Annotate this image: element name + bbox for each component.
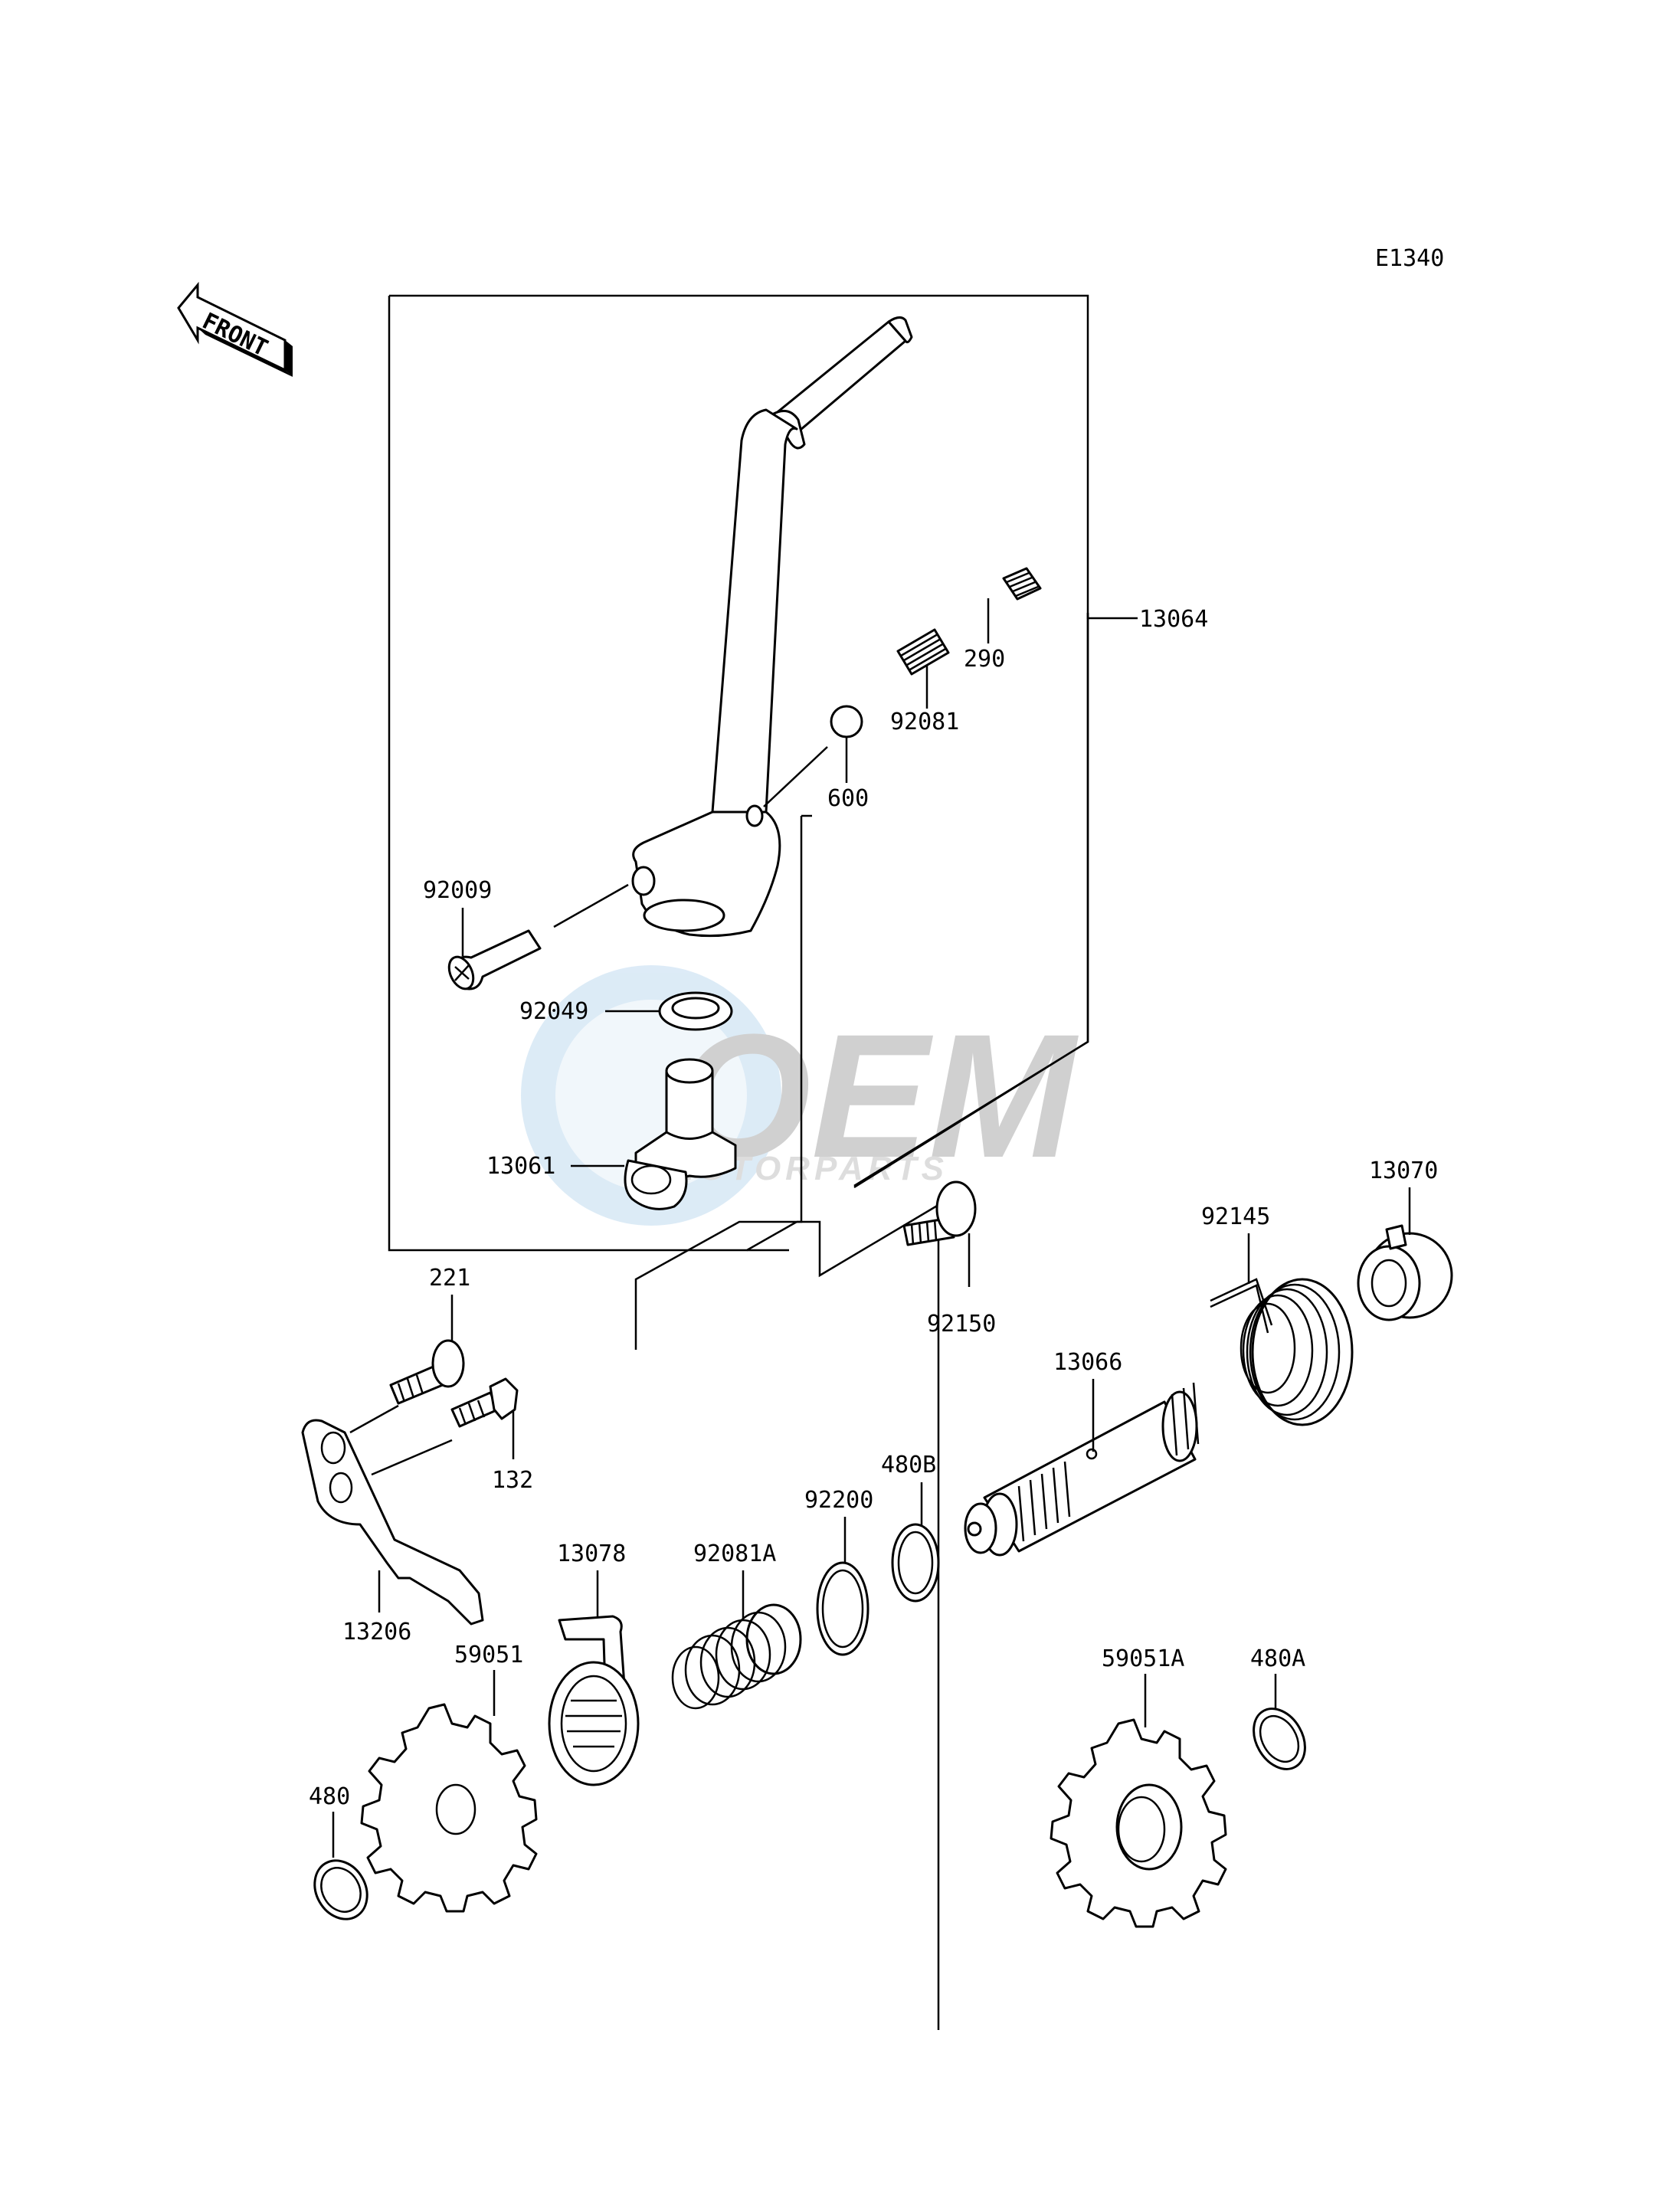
torsion-spring-92145: [1210, 1233, 1354, 1426]
callout-13070: 13070: [1369, 1157, 1438, 1184]
spring-290: [987, 567, 1042, 643]
bolt-92150: [902, 1180, 977, 1287]
callout-labels: 13064 290 92081 600 92009 92049 13061 13…: [309, 606, 1438, 1810]
circlip-480A: [1253, 1674, 1306, 1770]
callout-13078: 13078: [557, 1541, 626, 1567]
diagram-code: E1340: [1375, 245, 1444, 272]
watermark: OEM MOTORPARTS: [521, 965, 1079, 1226]
washer-92200: [816, 1517, 869, 1656]
callout-600: 600: [827, 785, 869, 812]
callout-92081: 92081: [890, 709, 959, 735]
kick-shaft-13066: [964, 1379, 1200, 1557]
spring-92081: [896, 628, 950, 709]
callout-480A: 480A: [1250, 1645, 1305, 1672]
callout-92150: 92150: [927, 1311, 996, 1338]
bolt-221: [389, 1295, 465, 1405]
assembly-outline: [388, 294, 1138, 1278]
arm-13206: [301, 1404, 484, 1626]
callout-92009: 92009: [423, 877, 492, 904]
gear-59051A: [1050, 1674, 1227, 1928]
callout-13064: 13064: [1139, 606, 1208, 633]
callout-290: 290: [964, 646, 1005, 673]
callout-92200: 92200: [804, 1487, 873, 1514]
spring-holder-13070: [1357, 1187, 1453, 1321]
callout-92145: 92145: [1201, 1203, 1270, 1230]
ball-600: [830, 705, 863, 783]
ratchet-13078: [548, 1570, 640, 1786]
callout-92081A: 92081A: [693, 1541, 776, 1567]
callout-92049: 92049: [519, 998, 588, 1025]
watermark-brand: OEM: [674, 997, 1079, 1194]
shaft-13061: [571, 1058, 737, 1210]
callout-59051: 59051: [454, 1642, 523, 1668]
callout-59051A: 59051A: [1102, 1645, 1184, 1672]
circlip-480B: [891, 1482, 940, 1603]
callout-480B: 480B: [881, 1452, 936, 1478]
callout-13061: 13061: [486, 1153, 555, 1180]
washer-92049: [605, 991, 733, 1031]
callout-13066: 13066: [1053, 1349, 1122, 1376]
circlip-480: [313, 1812, 368, 1920]
bolt-92009: [447, 908, 542, 990]
callout-132: 132: [492, 1467, 533, 1494]
callout-221: 221: [429, 1265, 470, 1292]
callout-13206: 13206: [342, 1619, 411, 1645]
kick-pedal-lever: [553, 316, 913, 938]
gear-59051: [360, 1670, 538, 1913]
spring-92081A: [671, 1570, 802, 1710]
front-arrow: FRONT: [177, 281, 293, 377]
callout-480: 480: [309, 1783, 350, 1810]
bolt-132: [450, 1377, 519, 1459]
